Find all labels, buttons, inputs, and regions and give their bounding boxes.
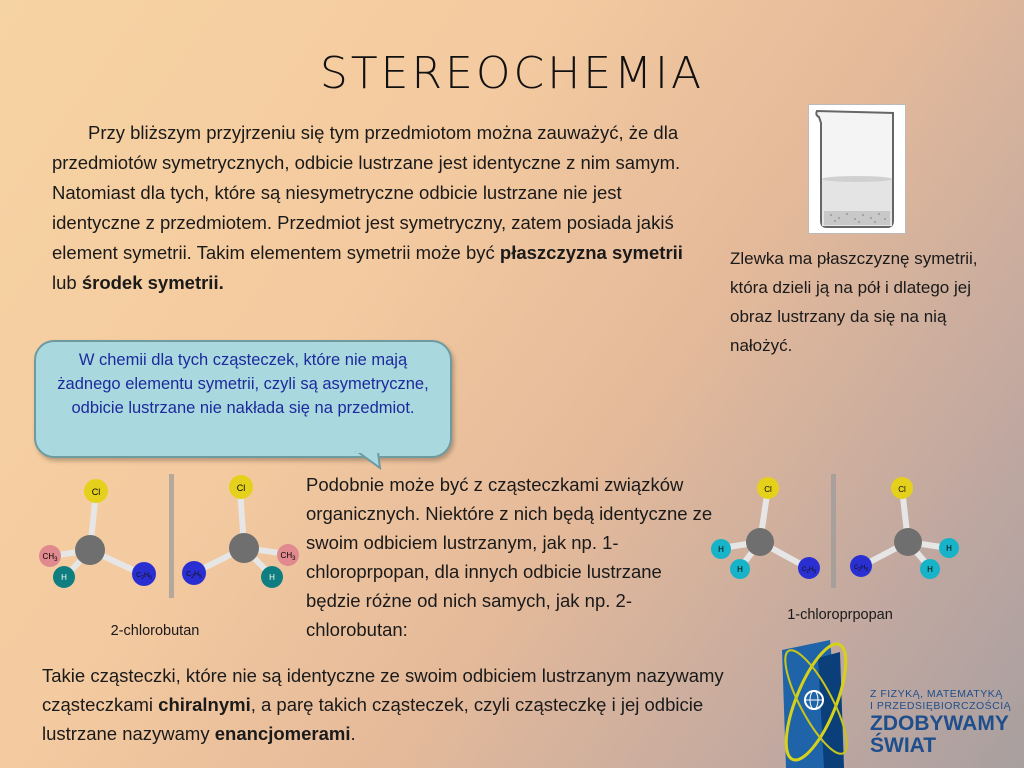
logo-line-3: ZDOBYWAMY (870, 712, 1009, 735)
svg-text:Cl: Cl (237, 483, 246, 493)
svg-text:H: H (946, 544, 952, 553)
bottom-text-1: Takie cząsteczki, które nie są identyczn… (42, 665, 724, 715)
intro-bold-plane: płaszczyzna symetrii (499, 242, 683, 263)
svg-text:H: H (927, 565, 933, 574)
bottom-text-2: , a parę takich cząsteczek, czyli cząste… (42, 694, 704, 744)
caption-2-chlorobutan: 2-chlorobutan (110, 623, 200, 639)
logo-line-1: Z FIZYKĄ, MATEMATYKĄ (870, 688, 1003, 700)
svg-text:C2H5: C2H5 (854, 565, 868, 573)
molecule-2-chlorobutan-pair: Cl CH3 H C2H5 Cl CH3 H C2H5 (39, 475, 299, 588)
svg-text:CH3: CH3 (281, 551, 297, 562)
molecule-1-chloropropan-left: Cl H H C2H5 (711, 477, 820, 579)
svg-text:C2H5: C2H5 (136, 572, 152, 581)
molecule-2-chlorobutan-left: Cl CH3 H C2H5 (39, 479, 156, 588)
speech-bubble (34, 340, 452, 458)
svg-text:H: H (737, 565, 743, 574)
molecule-2-chlorobutan-right: Cl CH3 H C2H5 (182, 475, 299, 588)
svg-text:Cl: Cl (898, 485, 906, 494)
speech-bubble-text: W chemii dla tych cząsteczek, które nie … (57, 351, 429, 417)
bold-enantiomers: enancjomerami (214, 723, 351, 744)
intro-text: Przy bliższym przyjrzeniu się tym przedm… (52, 122, 681, 263)
svg-text:C2H5: C2H5 (802, 567, 816, 575)
svg-text:H: H (61, 573, 67, 582)
svg-text:CH3: CH3 (43, 552, 59, 563)
svg-text:H: H (718, 545, 724, 554)
mirror-plane-left (169, 474, 174, 598)
intro-connector: lub (52, 272, 82, 293)
beaker-image (808, 104, 906, 234)
molecule-1-chloropropan-right: Cl H H C2H5 (850, 477, 959, 579)
beaker-caption: Zlewka ma płaszczyznę symetrii, która dz… (730, 249, 978, 355)
logo-line-2: I PRZEDSIĘBIORCZOŚCIĄ (870, 700, 1012, 712)
middle-paragraph: Podobnie może być z cząsteczkami związkó… (306, 474, 713, 640)
mirror-plane-right (831, 474, 836, 588)
svg-text:Cl: Cl (764, 485, 772, 494)
atom-label-cl: Cl (92, 487, 101, 497)
svg-text:H: H (269, 573, 275, 582)
bottom-paragraph: Takie cząsteczki, które nie są identyczn… (42, 661, 782, 748)
molecule-1-chloropropan-pair: Cl H H C2H5 Cl H H C2H5 (711, 477, 959, 579)
project-logo: Z FIZYKĄ, MATEMATYKĄ I PRZEDSIĘBIORCZOŚC… (778, 628, 1024, 768)
intro-paragraph: Przy bliższym przyjrzeniu się tym przedm… (52, 118, 692, 298)
page-title: STEREOCHEMIA (319, 48, 705, 99)
caption-1-chloropropan: 1-chloroprpopan (787, 607, 893, 623)
intro-bold-center: środek symetrii. (81, 272, 224, 293)
bottom-text-3: . (350, 723, 356, 744)
bold-chiral: chiralnymi (158, 694, 251, 715)
svg-text:C2H5: C2H5 (186, 571, 202, 580)
logo-line-4: ŚWIAT (870, 734, 937, 757)
